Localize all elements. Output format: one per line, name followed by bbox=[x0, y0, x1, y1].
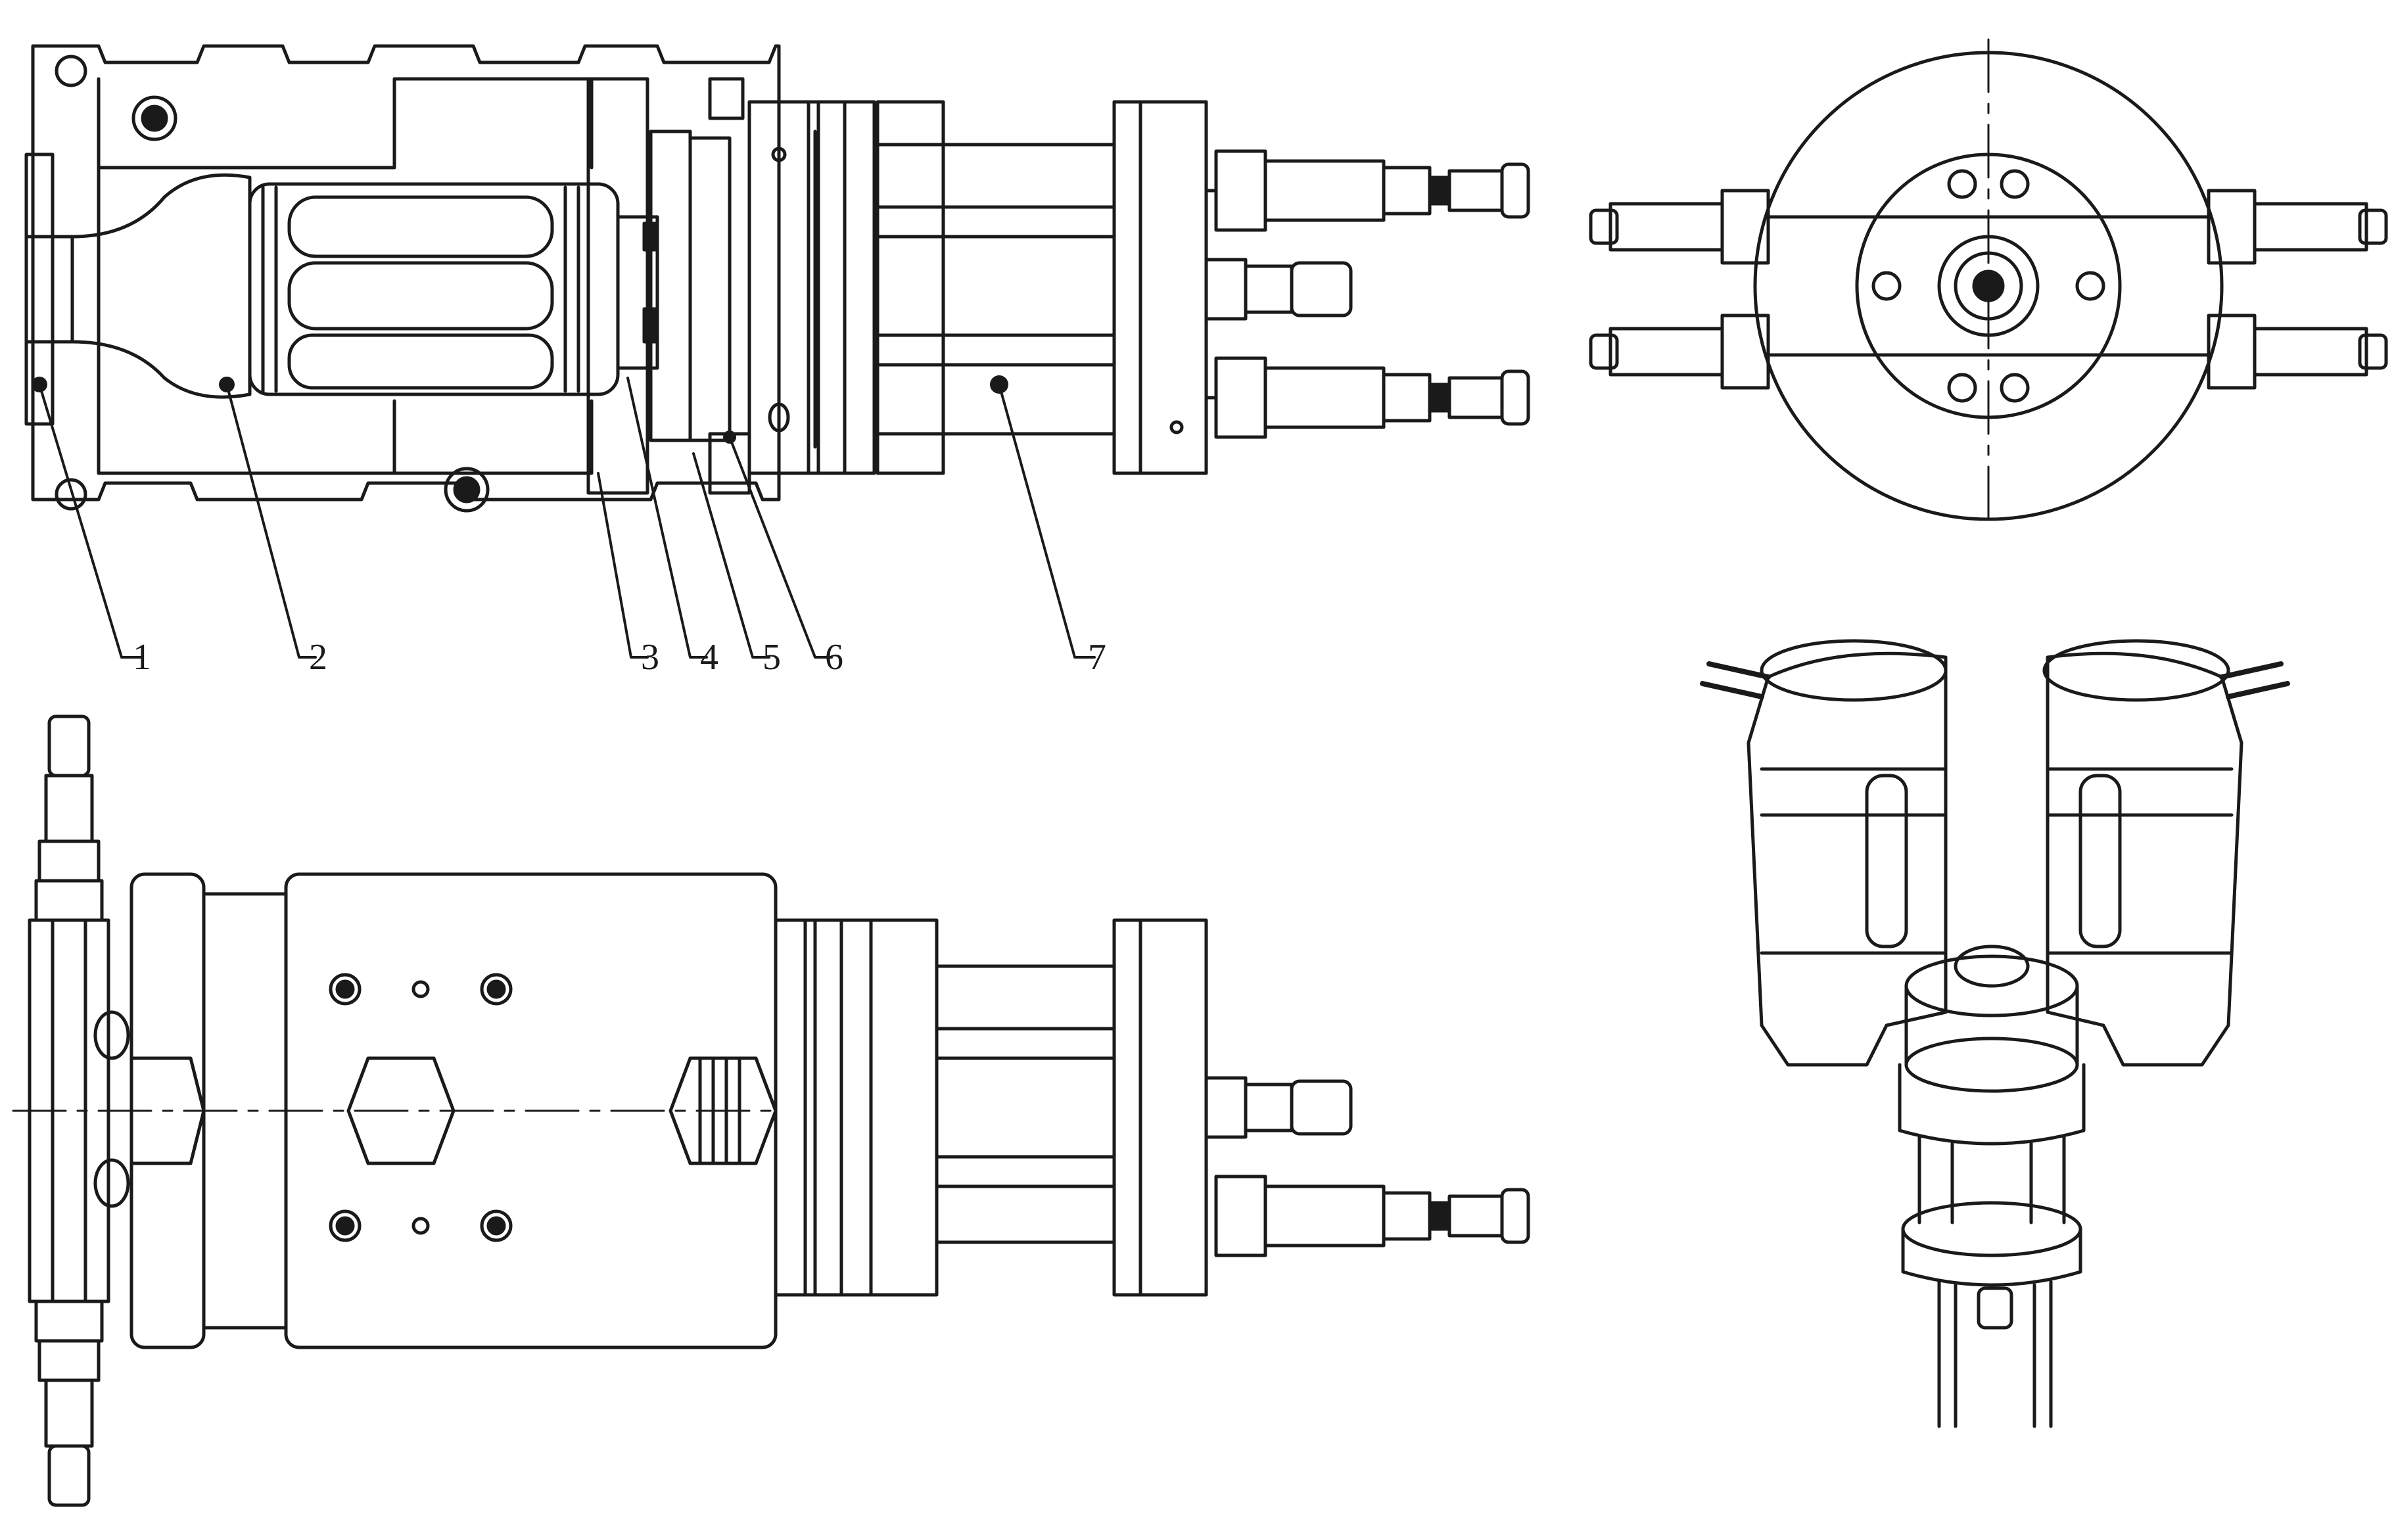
callout-labels: 1 2 3 4 5 6 7 bbox=[133, 637, 1106, 678]
callout-1: 1 bbox=[133, 637, 151, 678]
port-bottom bbox=[444, 467, 490, 513]
callout-6: 6 bbox=[825, 637, 843, 678]
left-half bbox=[1747, 651, 1948, 1067]
vertical-fitting-bottom bbox=[47, 1444, 91, 1507]
center-rods bbox=[1917, 1135, 2066, 1225]
fitting-lower bbox=[1204, 356, 1530, 439]
fitting-middle bbox=[1204, 258, 1353, 321]
hex-boss-right bbox=[669, 1056, 778, 1165]
callout-5: 5 bbox=[763, 637, 781, 678]
right-half bbox=[2046, 651, 2243, 1067]
housing-inner bbox=[97, 77, 594, 475]
hex-boss-center bbox=[346, 1056, 456, 1165]
callout-3: 3 bbox=[641, 637, 659, 678]
isometric-cutaway bbox=[1700, 639, 2290, 1428]
section-view bbox=[24, 44, 1530, 513]
housing-outline bbox=[31, 44, 781, 502]
bellows bbox=[248, 182, 620, 396]
fitting-upper bbox=[1204, 149, 1530, 232]
callout-2: 2 bbox=[309, 637, 327, 678]
leader-lines bbox=[38, 377, 1096, 659]
inner-frame bbox=[586, 77, 649, 495]
callout-4: 4 bbox=[700, 637, 718, 678]
callout-7: 7 bbox=[1088, 637, 1106, 678]
port-top bbox=[131, 95, 177, 141]
